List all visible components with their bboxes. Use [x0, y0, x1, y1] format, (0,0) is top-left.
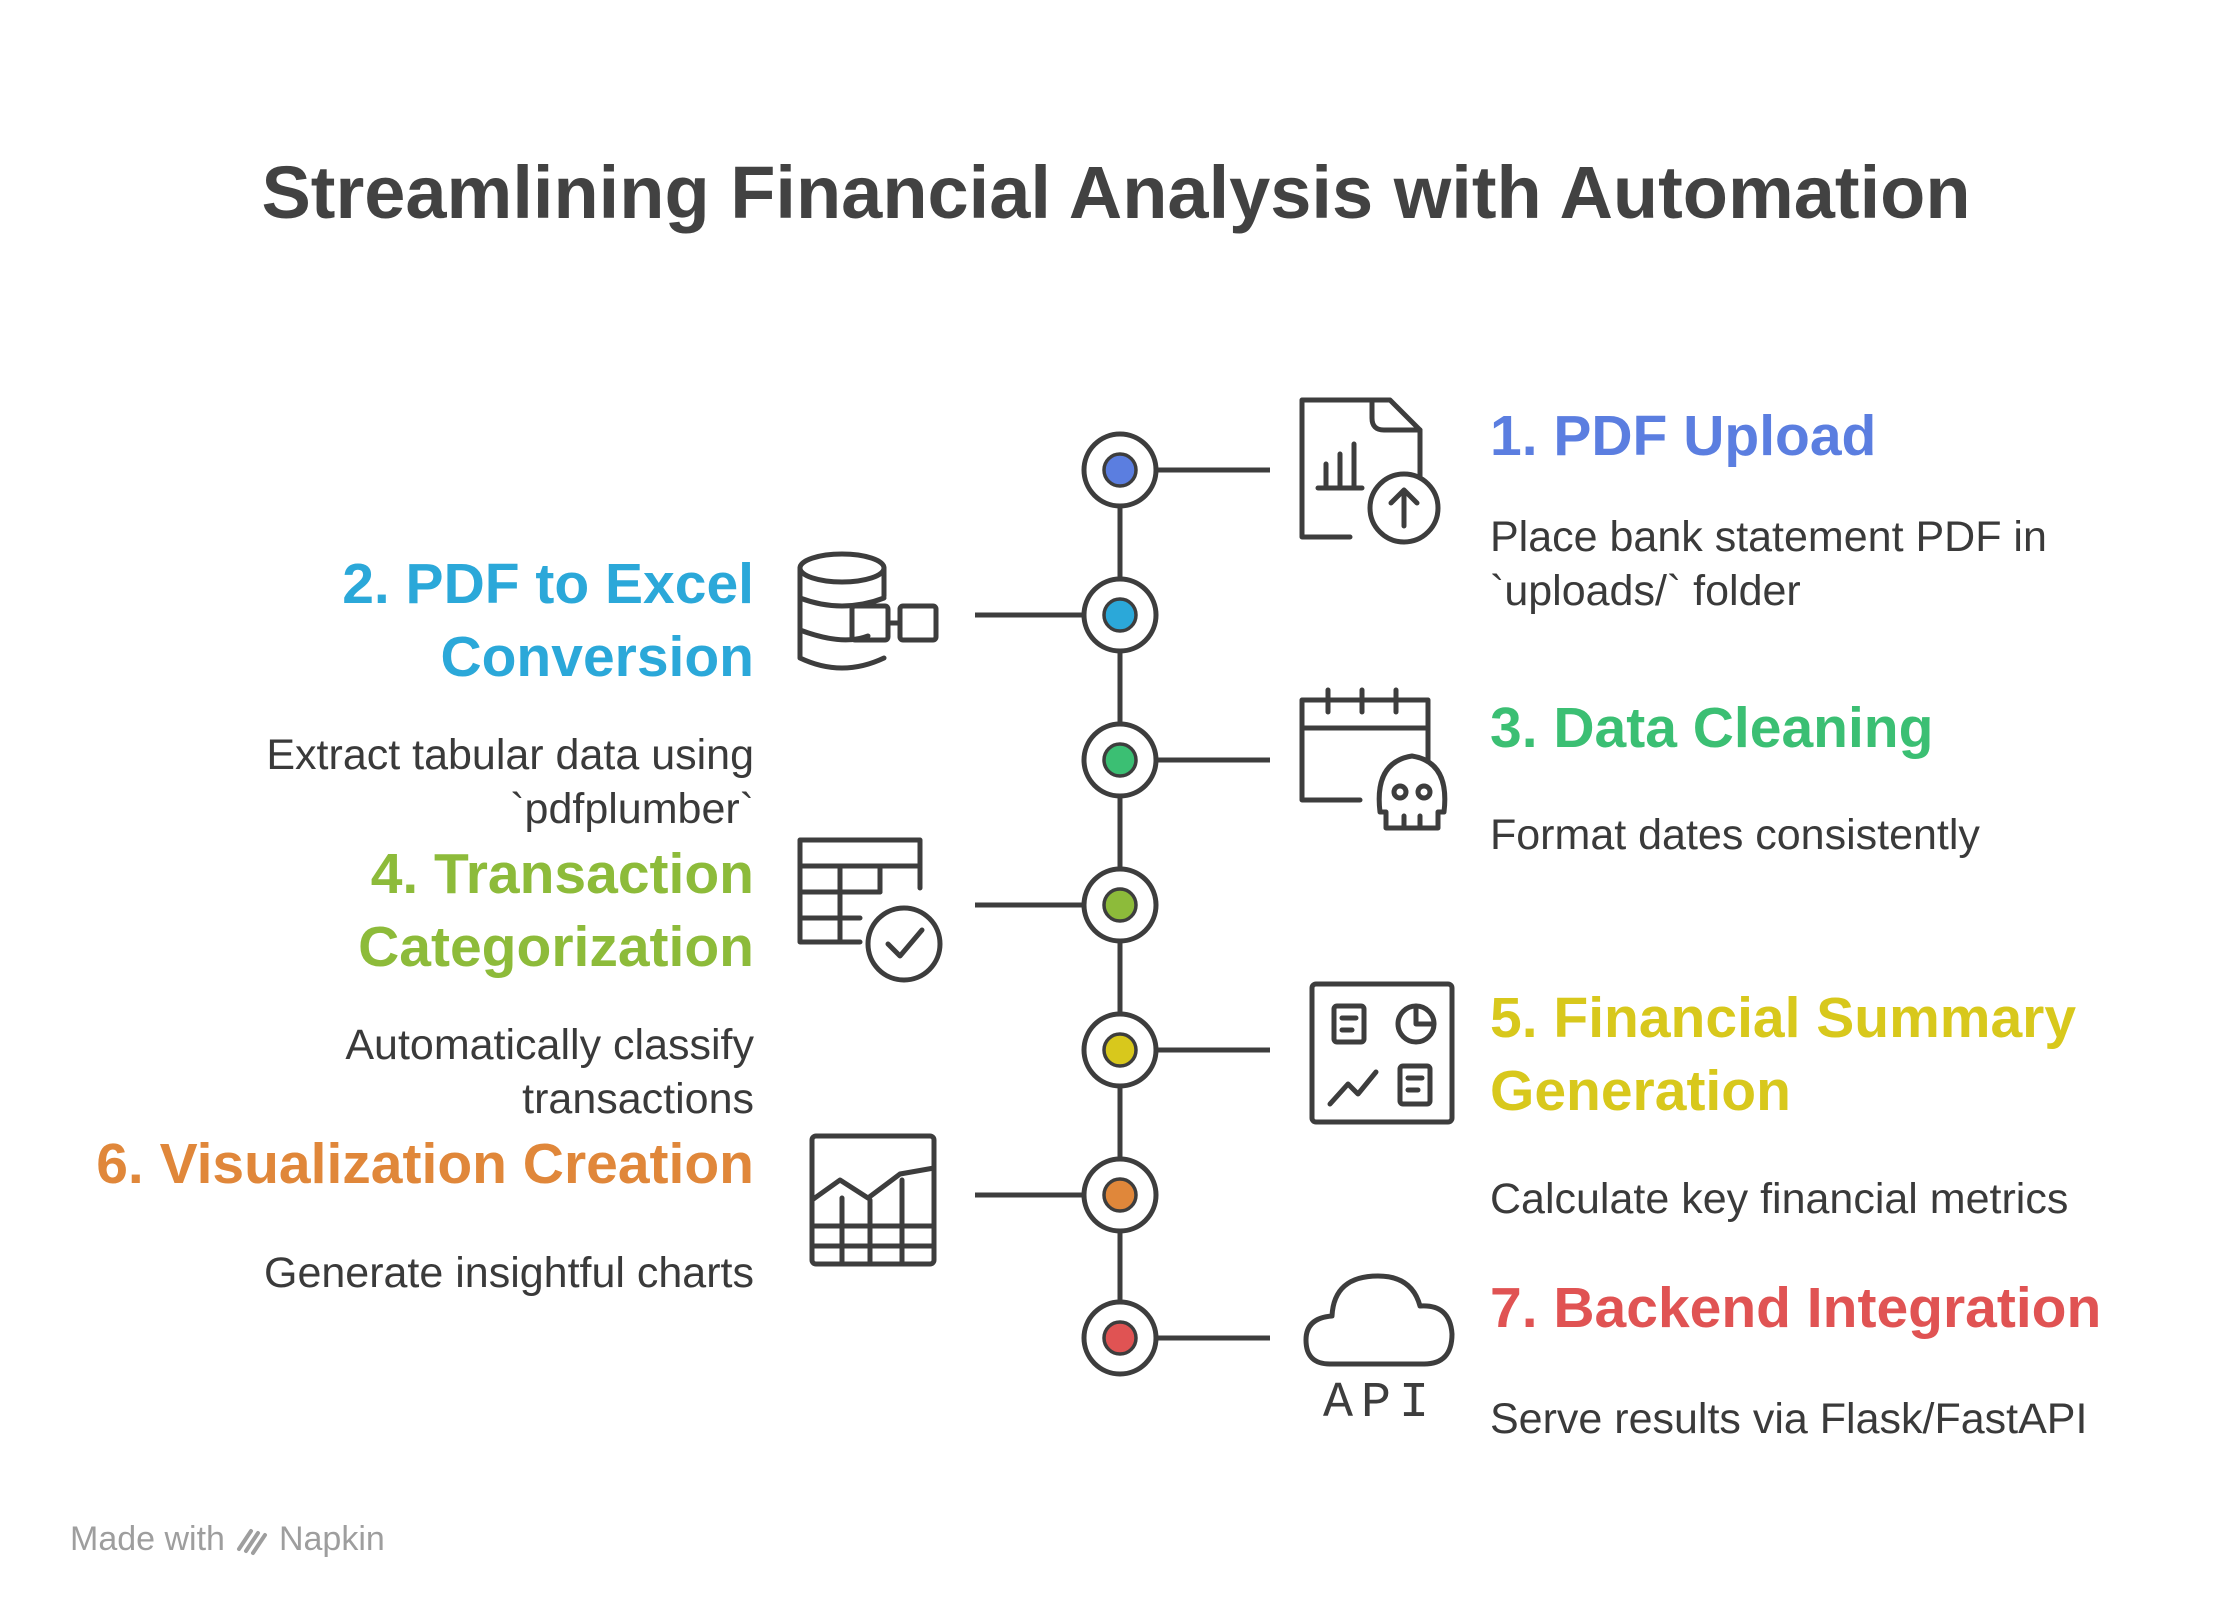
node-4 [1081, 866, 1159, 944]
area-chart-icon [809, 1133, 937, 1267]
cloud-api-icon [1303, 1273, 1455, 1367]
footer: Made with Napkin [70, 1520, 385, 1559]
step-7-description: Serve results via Flask/FastAPI [1490, 1395, 2088, 1443]
step-4-title: 4. Transaction Categorization [358, 842, 754, 979]
step-1-title: 1. PDF Upload [1490, 404, 1877, 468]
page-title: Streamlining Financial Analysis with Aut… [261, 151, 1971, 234]
napkin-logo-icon [236, 1528, 267, 1555]
footer-brand: Napkin [278, 1520, 385, 1558]
step-5-description: Calculate key financial metrics [1490, 1175, 2069, 1223]
step-6-title: 6. Visualization Creation [96, 1132, 754, 1196]
step-3-title: 3. Data Cleaning [1490, 696, 1934, 760]
step-3-description: Format dates consistently [1490, 811, 1980, 859]
step-2-description: Extract tabular data using `pdfplumber` [266, 731, 754, 833]
table-check-icon [797, 837, 943, 983]
node-2 [1081, 576, 1159, 654]
step-1-description: Place bank statement PDF in `uploads/` f… [1490, 513, 2047, 615]
footer-made-with: Made with [70, 1520, 225, 1558]
database-flow-icon [797, 551, 939, 671]
node-1 [1081, 431, 1159, 509]
step-7-title: 7. Backend Integration [1490, 1276, 2102, 1340]
step-5-title: 5. Financial Summary Generation [1490, 986, 2077, 1123]
step-6-description: Generate insightful charts [264, 1249, 754, 1297]
step-2-title: 2. PDF to Excel Conversion [342, 552, 754, 689]
document-chart-upload-icon [1299, 397, 1441, 545]
calendar-skull-icon [1299, 687, 1448, 831]
node-7 [1081, 1299, 1159, 1377]
api-label: API [1323, 1375, 1437, 1432]
step-4-description: Automatically classify transactions [345, 1021, 754, 1123]
node-5 [1081, 1011, 1159, 1089]
dashboard-icon [1309, 981, 1455, 1125]
node-3 [1081, 721, 1159, 799]
node-6 [1081, 1156, 1159, 1234]
